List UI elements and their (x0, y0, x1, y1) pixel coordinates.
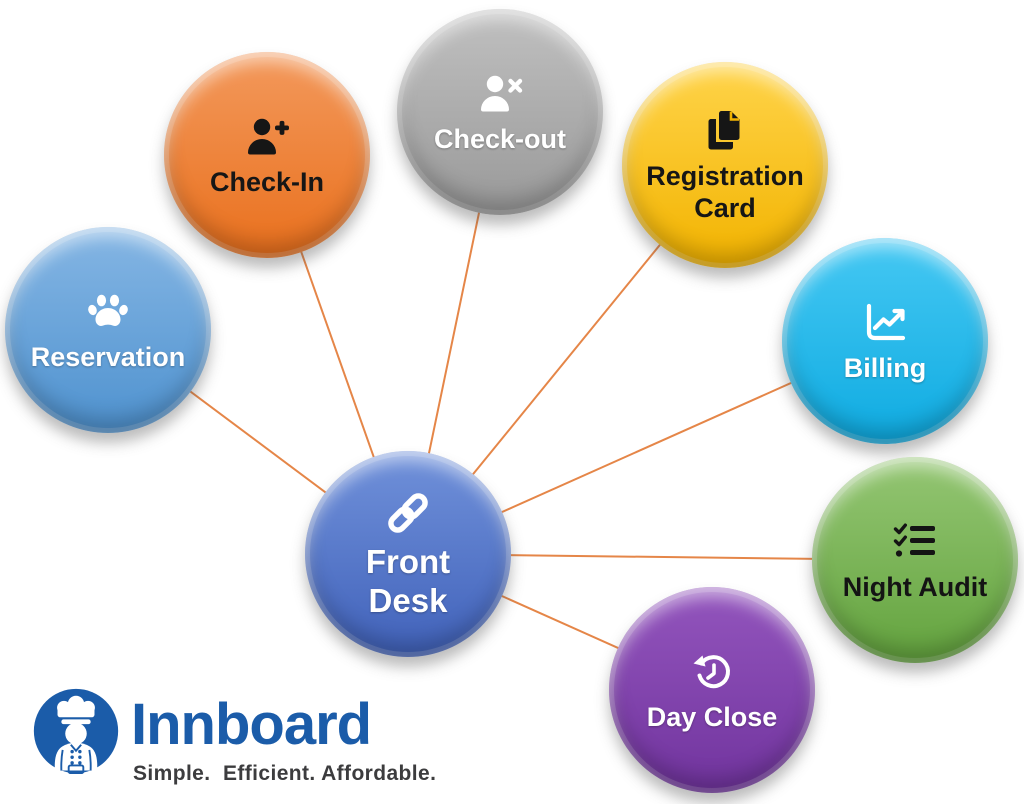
node-label: Check-In (209, 166, 325, 197)
logo-tagline: Simple. Efficient. Affordable. (133, 762, 437, 785)
chef-icon (33, 688, 119, 774)
link-icon (383, 488, 433, 536)
node-reservation: Reservation (5, 227, 211, 433)
history-icon (688, 647, 736, 695)
user-plus-icon (243, 112, 291, 160)
node-day-close: Day Close (609, 587, 815, 793)
node-front-desk: Front Desk (305, 451, 511, 657)
node-label: Reservation (30, 341, 186, 372)
node-night-audit: Night Audit (812, 457, 1018, 663)
node-label: Registration Card (646, 160, 804, 223)
node-billing: Billing (782, 238, 988, 444)
node-label: Front Desk (365, 542, 451, 619)
logo-name: Innboard (131, 692, 372, 757)
list-check-icon (891, 517, 939, 565)
paw-icon (84, 287, 132, 335)
node-registration-card: Registration Card (622, 62, 828, 268)
node-label: Check-out (433, 123, 566, 154)
node-label: Night Audit (842, 571, 988, 602)
node-check-out: Check-out (397, 9, 603, 215)
logo-text-block: Innboard Simple. Efficient. Affordable. (131, 688, 436, 786)
chart-line-icon (861, 298, 909, 346)
copy-icon (701, 106, 749, 154)
node-label: Day Close (646, 701, 778, 732)
innboard-logo: Innboard Simple. Efficient. Affordable. (33, 688, 436, 786)
user-x-icon (476, 69, 524, 117)
node-check-in: Check-In (164, 52, 370, 258)
node-label: Billing (843, 352, 927, 383)
